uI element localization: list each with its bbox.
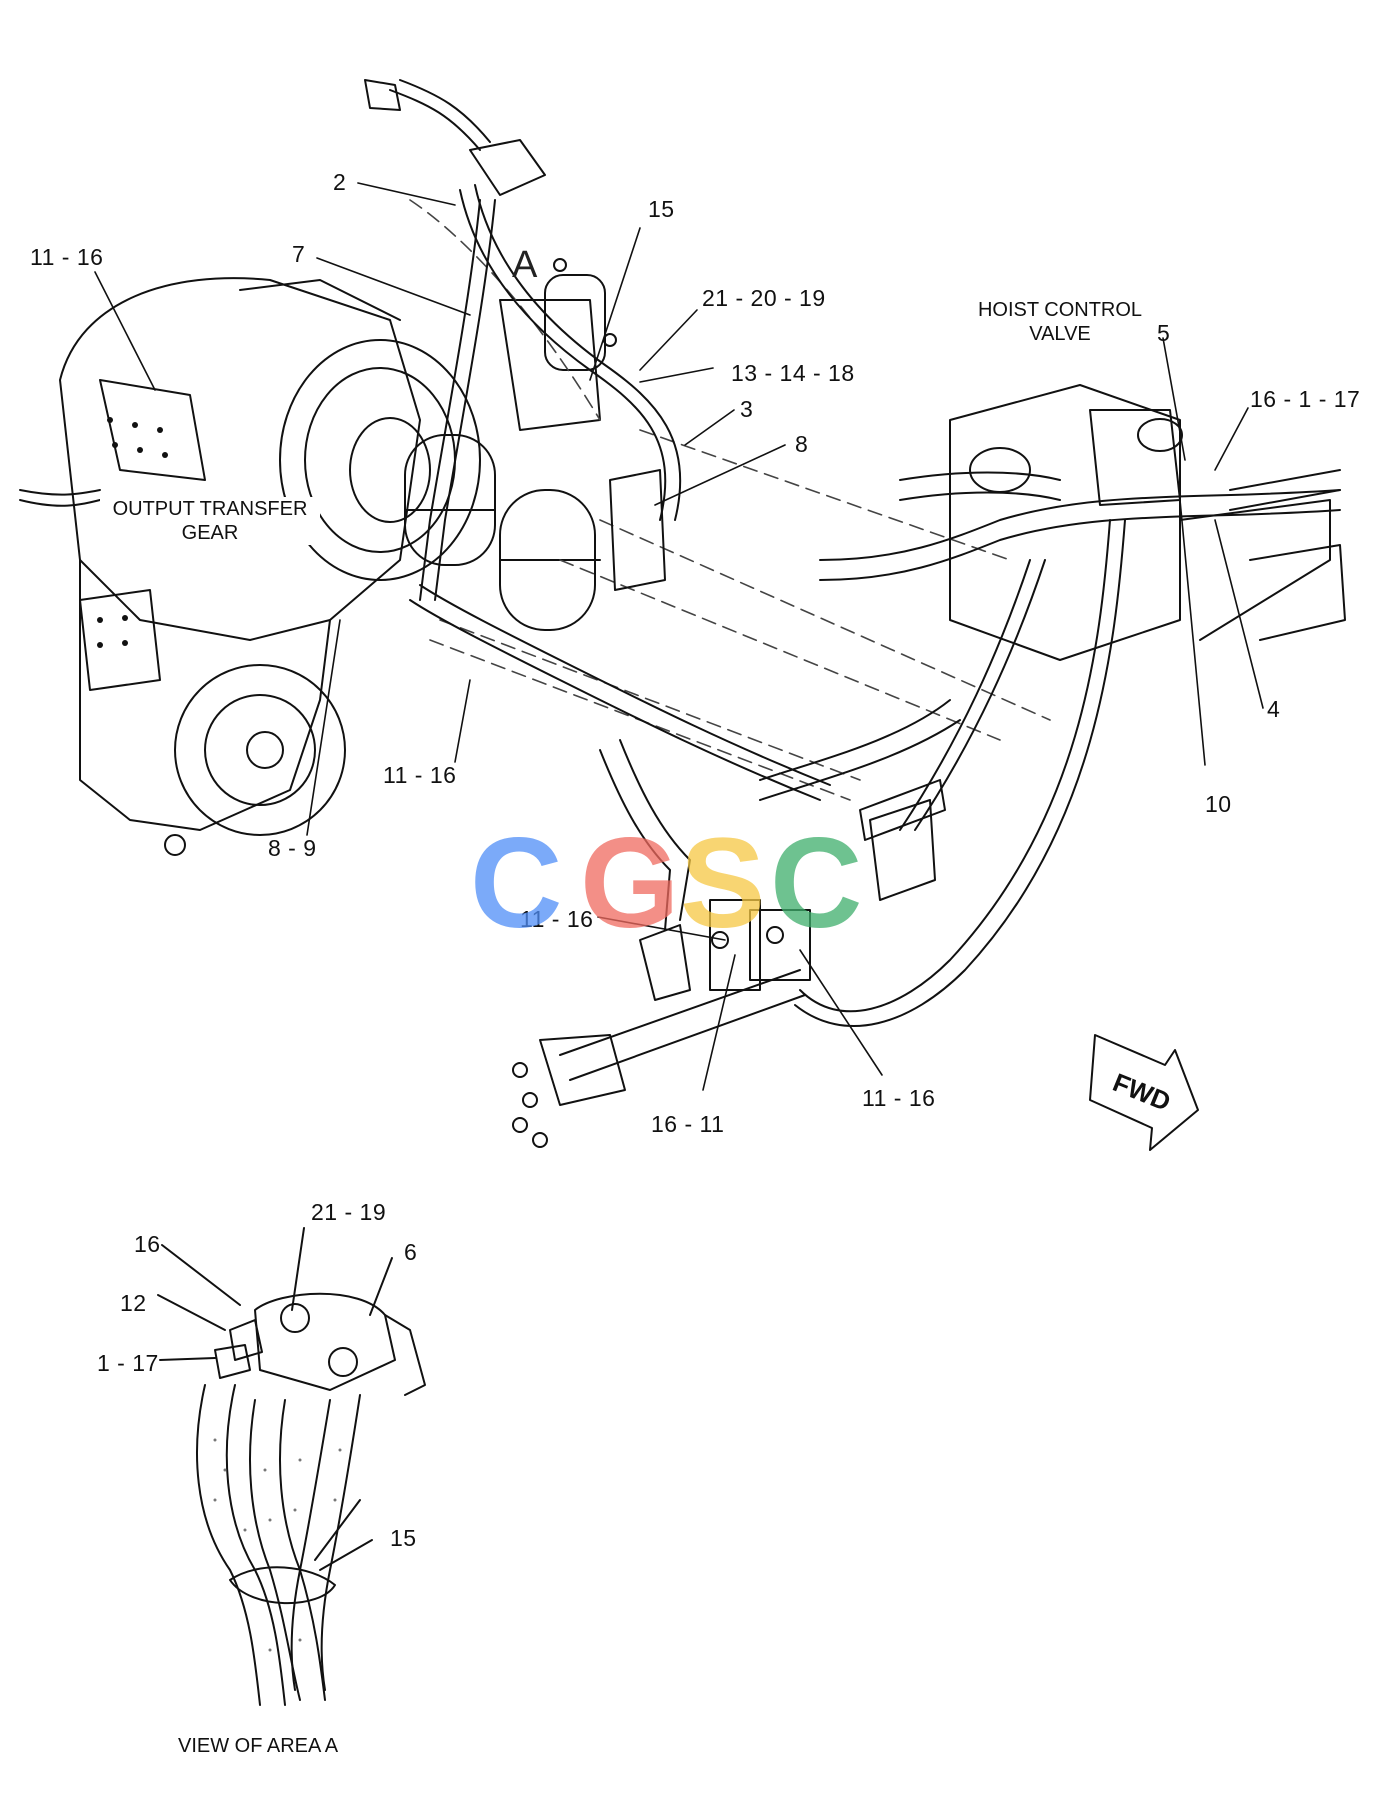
callout-13-14-18: 13 - 14 - 18 [731, 360, 855, 386]
area-a-marker: A [512, 244, 538, 286]
output-transfer-gear-label-line2: GEAR [181, 522, 239, 544]
output-transfer-gear-label-line1: OUTPUT TRANSFER [112, 498, 308, 520]
hoist-control-valve-label-line2: VALVE [1029, 323, 1091, 345]
callout-11-16-topleft: 11 - 16 [30, 244, 104, 270]
output-transfer-gear-label: OUTPUT TRANSFER GEAR [100, 497, 320, 545]
callout-11-16-center: 11 - 16 [520, 906, 594, 932]
transmission-housing [19, 277, 481, 856]
callout-21-20-19: 21 - 20 - 19 [702, 285, 826, 311]
callout-5: 5 [1157, 320, 1171, 346]
forward-direction-arrow-shape [1089, 1034, 1199, 1151]
callout-16: 16 [134, 1231, 161, 1257]
watermark-logo: C G S C [470, 820, 890, 960]
callout-15-detail: 15 [390, 1525, 417, 1551]
callout-8: 8 [795, 431, 809, 457]
callout-16-1-17: 16 - 1 - 17 [1250, 386, 1361, 412]
hose-texture [213, 1438, 342, 1652]
hoist-control-valve-label-line1: HOIST CONTROL [977, 299, 1143, 321]
watermark-letter-4: C [770, 812, 863, 955]
drive-shaft [512, 924, 806, 1148]
callout-16-11: 16 - 11 [651, 1111, 725, 1137]
brackets-and-fittings [364, 79, 946, 991]
callout-leader-lines [94, 182, 1264, 1091]
callout-6: 6 [404, 1239, 418, 1265]
detail-view-area-a [157, 1227, 426, 1706]
callout-15-top: 15 [648, 196, 675, 222]
watermark-letter-1: C [470, 812, 563, 955]
callout-11-16-mid: 11 - 16 [383, 762, 457, 788]
watermark-letter-2: G [580, 812, 680, 955]
view-of-area-a-caption: VIEW OF AREA A [178, 1735, 339, 1757]
callout-8-9: 8 - 9 [268, 835, 317, 861]
hoist-control-valve-label: HOIST CONTROL VALVE [960, 298, 1160, 346]
callout-4: 4 [1267, 696, 1281, 722]
callout-21-19: 21 - 19 [311, 1199, 387, 1225]
callout-3: 3 [740, 396, 754, 422]
callout-12: 12 [120, 1290, 147, 1316]
accumulators [404, 274, 606, 631]
callout-10: 10 [1205, 791, 1232, 817]
callout-11-16-right: 11 - 16 [862, 1085, 936, 1111]
callout-7: 7 [292, 241, 306, 267]
hydraulic-hoses [389, 79, 1341, 1027]
callout-2: 2 [333, 169, 347, 195]
callout-1-17: 1 - 17 [97, 1350, 159, 1376]
watermark-letter-3: S [680, 812, 766, 955]
frame-rails [409, 199, 1051, 801]
